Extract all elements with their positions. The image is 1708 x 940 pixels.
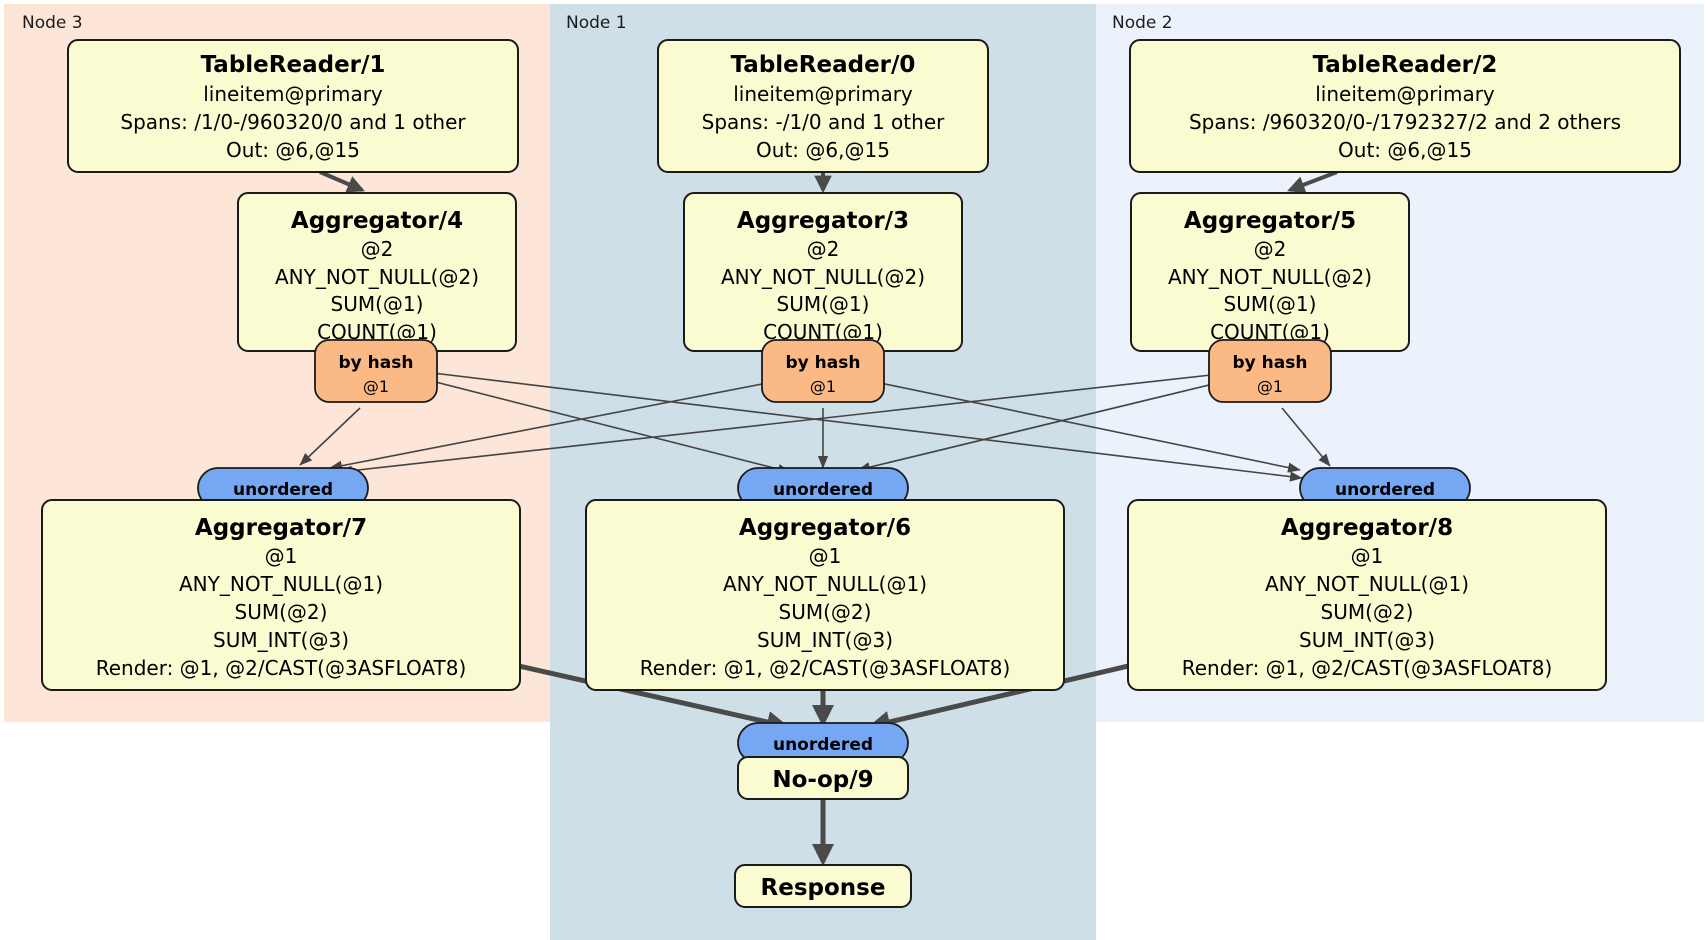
edge-tablereader2-aggregator5 xyxy=(1287,170,1338,194)
router-by-hash-right[interactable]: by hash @1 xyxy=(1208,339,1332,403)
processor-line-1: ANY_NOT_NULL(@2) xyxy=(275,265,479,289)
processor-line-3: SUM_INT(@3) xyxy=(757,628,893,652)
synchronizer-label: unordered xyxy=(233,480,333,500)
processor-title: Aggregator/5 xyxy=(1184,208,1356,234)
processor-response[interactable]: Response xyxy=(734,864,912,908)
processor-title: TableReader/2 xyxy=(1313,52,1498,78)
synchronizer-label: unordered xyxy=(773,480,873,500)
processor-title: Aggregator/4 xyxy=(291,208,463,234)
router-pill xyxy=(761,339,885,403)
processor-tablereader-1[interactable]: TableReader/1 lineitem@primary Spans: /1… xyxy=(67,39,519,173)
router-sublabel: @1 xyxy=(810,377,836,396)
region-label-node-2: Node 2 xyxy=(1112,13,1173,33)
processor-aggregator-4[interactable]: Aggregator/4 @2 ANY_NOT_NULL(@2) SUM(@1)… xyxy=(237,192,517,352)
processor-line-1: ANY_NOT_NULL(@2) xyxy=(1168,265,1372,289)
edge-hashright-unordered-right xyxy=(1281,407,1331,467)
edge-hashcenter-unordered-left xyxy=(329,377,794,471)
processor-line-0: @1 xyxy=(265,544,298,568)
router-label: by hash xyxy=(1233,353,1308,373)
processor-box xyxy=(1129,39,1681,173)
processor-line-3: SUM_INT(@3) xyxy=(1299,628,1435,652)
processor-noop-9[interactable]: No-op/9 xyxy=(737,756,909,800)
processor-line-1: ANY_NOT_NULL(@1) xyxy=(723,572,927,596)
processor-line-2: SUM(@2) xyxy=(1321,600,1414,624)
processor-aggregator-3[interactable]: Aggregator/3 @2 ANY_NOT_NULL(@2) SUM(@1)… xyxy=(683,192,963,352)
processor-line-0: @2 xyxy=(361,237,394,261)
processor-tablereader-0[interactable]: TableReader/0 lineitem@primary Spans: -/… xyxy=(657,39,989,173)
processor-title: Aggregator/8 xyxy=(1281,515,1453,541)
router-by-hash-left[interactable]: by hash @1 xyxy=(314,339,438,403)
synchronizer-unordered-final[interactable]: unordered xyxy=(737,722,909,764)
processor-box xyxy=(737,756,909,800)
processor-line-2: SUM(@2) xyxy=(235,600,328,624)
synchronizer-unordered-left[interactable]: unordered xyxy=(197,467,369,509)
processor-line-1: Spans: /960320/0-/1792327/2 and 2 others xyxy=(1189,110,1621,134)
processor-aggregator-8[interactable]: Aggregator/8 @1 ANY_NOT_NULL(@1) SUM(@2)… xyxy=(1127,499,1607,691)
synchronizer-label: unordered xyxy=(773,735,873,755)
edge-hashcenter-unordered-right xyxy=(855,377,1301,473)
processor-line-2: SUM(@2) xyxy=(779,600,872,624)
processor-title: Response xyxy=(761,875,886,901)
processor-line-0: lineitem@primary xyxy=(203,82,383,106)
processor-box xyxy=(657,39,989,173)
processor-box xyxy=(67,39,519,173)
processor-line-0: @1 xyxy=(1351,544,1384,568)
processor-line-2: Out: @6,@15 xyxy=(1338,138,1472,162)
region-label-node-3: Node 3 xyxy=(22,13,83,33)
processor-line-1: ANY_NOT_NULL(@2) xyxy=(721,265,925,289)
router-pill xyxy=(1208,339,1332,403)
processor-line-0: lineitem@primary xyxy=(733,82,913,106)
processor-line-2: SUM(@1) xyxy=(777,292,870,316)
processor-line-2: Out: @6,@15 xyxy=(226,138,360,162)
router-pill xyxy=(314,339,438,403)
processor-box xyxy=(41,499,521,691)
processor-line-4: Render: @1, @2/CAST(@3ASFLOAT8) xyxy=(1182,656,1553,680)
processor-line-4: Render: @1, @2/CAST(@3ASFLOAT8) xyxy=(640,656,1011,680)
processor-line-4: Render: @1, @2/CAST(@3ASFLOAT8) xyxy=(96,656,467,680)
processor-line-1: Spans: -/1/0 and 1 other xyxy=(702,110,945,134)
processor-box xyxy=(734,864,912,908)
edge-hashleft-unordered-left xyxy=(299,407,361,466)
edge-hashleft-unordered-center xyxy=(407,374,791,475)
processor-title: Aggregator/6 xyxy=(739,515,911,541)
processor-line-1: ANY_NOT_NULL(@1) xyxy=(1265,572,1469,596)
processor-title: Aggregator/7 xyxy=(195,515,367,541)
edge-tablereader1-aggregator4 xyxy=(319,170,365,193)
router-label: by hash xyxy=(339,353,414,373)
edge-hashleft-unordered-right xyxy=(407,369,1303,482)
router-by-hash-center[interactable]: by hash @1 xyxy=(761,339,885,403)
edge-hashright-unordered-center xyxy=(857,377,1239,473)
synchronizer-unordered-center[interactable]: unordered xyxy=(737,467,909,509)
processor-line-1: ANY_NOT_NULL(@1) xyxy=(179,572,383,596)
processor-aggregator-7[interactable]: Aggregator/7 @1 ANY_NOT_NULL(@1) SUM(@2)… xyxy=(41,499,521,691)
processor-line-0: @2 xyxy=(1254,237,1287,261)
processor-line-0: @2 xyxy=(807,237,840,261)
processor-line-2: SUM(@1) xyxy=(1224,292,1317,316)
router-label: by hash xyxy=(786,353,861,373)
processor-aggregator-6[interactable]: Aggregator/6 @1 ANY_NOT_NULL(@1) SUM(@2)… xyxy=(585,499,1065,691)
processor-line-2: SUM(@1) xyxy=(331,292,424,316)
processor-title: TableReader/1 xyxy=(201,52,386,78)
processor-box xyxy=(585,499,1065,691)
region-label-node-1: Node 1 xyxy=(566,13,627,33)
processor-title: No-op/9 xyxy=(772,767,873,793)
processor-line-0: lineitem@primary xyxy=(1315,82,1495,106)
processor-line-3: SUM_INT(@3) xyxy=(213,628,349,652)
router-sublabel: @1 xyxy=(363,377,389,396)
processor-line-2: Out: @6,@15 xyxy=(756,138,890,162)
edge-hashright-unordered-left xyxy=(339,371,1239,476)
processor-title: Aggregator/3 xyxy=(737,208,909,234)
processor-tablereader-2[interactable]: TableReader/2 lineitem@primary Spans: /9… xyxy=(1129,39,1681,173)
processor-aggregator-5[interactable]: Aggregator/5 @2 ANY_NOT_NULL(@2) SUM(@1)… xyxy=(1130,192,1410,352)
processor-box xyxy=(1127,499,1607,691)
processor-line-1: Spans: /1/0-/960320/0 and 1 other xyxy=(120,110,466,134)
processor-line-0: @1 xyxy=(809,544,842,568)
synchronizer-unordered-right[interactable]: unordered xyxy=(1299,467,1471,509)
router-sublabel: @1 xyxy=(1257,377,1283,396)
synchronizer-label: unordered xyxy=(1335,480,1435,500)
processor-title: TableReader/0 xyxy=(731,52,916,78)
